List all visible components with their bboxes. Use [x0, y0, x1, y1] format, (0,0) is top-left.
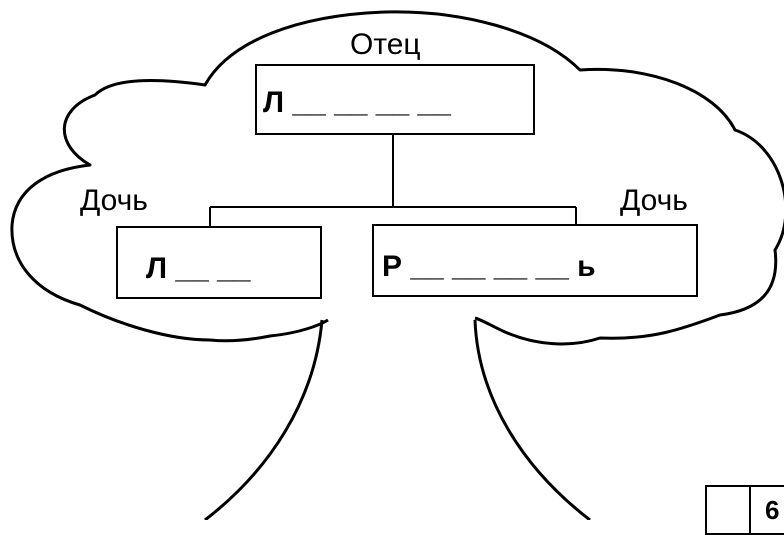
- score-table-empty-cell: [707, 487, 751, 533]
- left-daughter-answer-pattern: Л __ __: [146, 252, 251, 285]
- family-tree-drawing: [10, 10, 784, 520]
- score-table-cell: 6: [765, 495, 780, 525]
- score-table: 6: [705, 485, 784, 535]
- tree-trunk-left-line: [204, 319, 324, 520]
- right-daughter-answer-box: Р __ __ __ __ ь: [372, 224, 698, 297]
- father-answer-box: Л __ __ __ __: [255, 64, 535, 135]
- left-daughter-answer-box: Л __ __: [116, 226, 322, 299]
- left-daughter-role-label: Дочь: [80, 184, 148, 217]
- father-answer-pattern: Л __ __ __ __: [263, 86, 451, 119]
- tree-trunk-right-line: [473, 319, 591, 520]
- right-daughter-answer-pattern: Р __ __ __ __ ь: [382, 250, 596, 283]
- father-role-label: Отец: [350, 28, 421, 61]
- right-daughter-role-label: Дочь: [620, 184, 688, 217]
- tree-canopy-outline: [10, 10, 784, 346]
